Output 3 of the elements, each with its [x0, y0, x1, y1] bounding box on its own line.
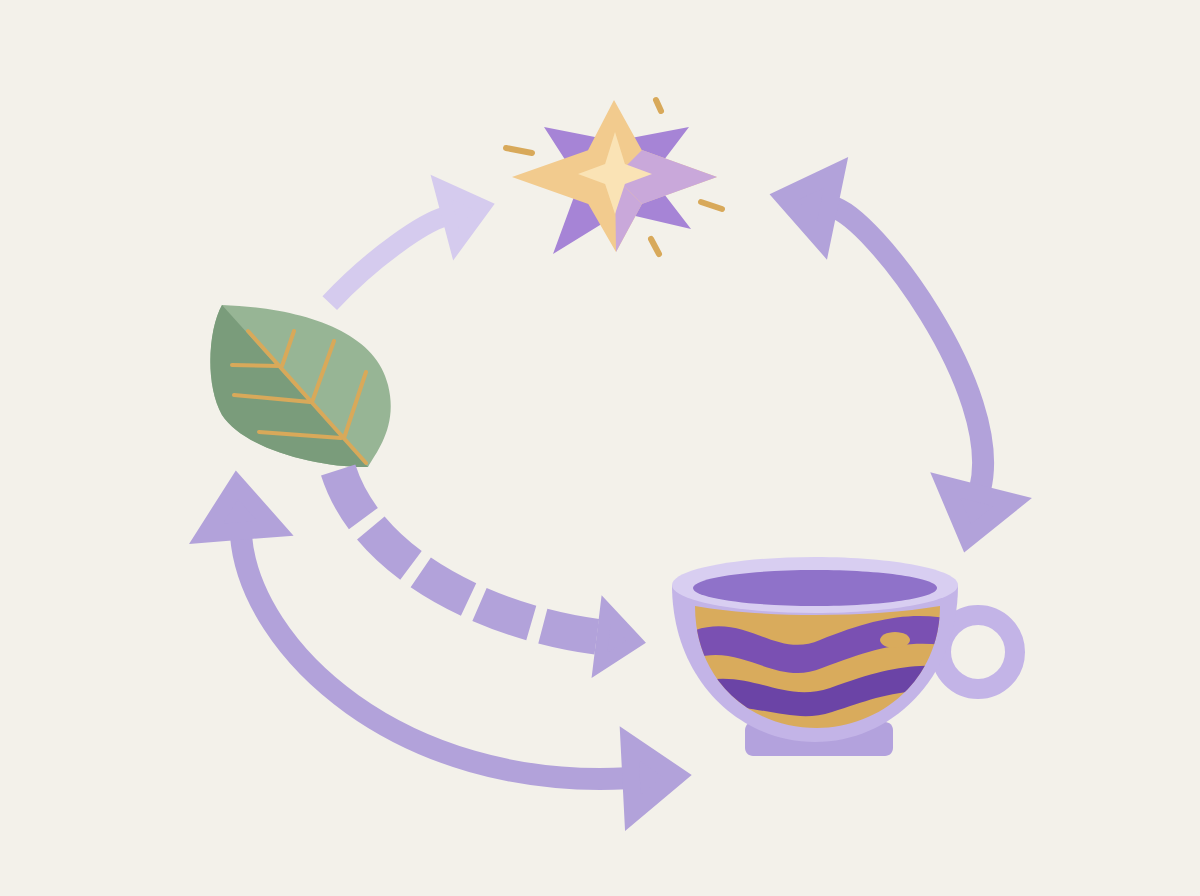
star-picture — [503, 97, 725, 257]
cup-picture — [672, 557, 1025, 756]
leaf-picture — [210, 305, 391, 467]
